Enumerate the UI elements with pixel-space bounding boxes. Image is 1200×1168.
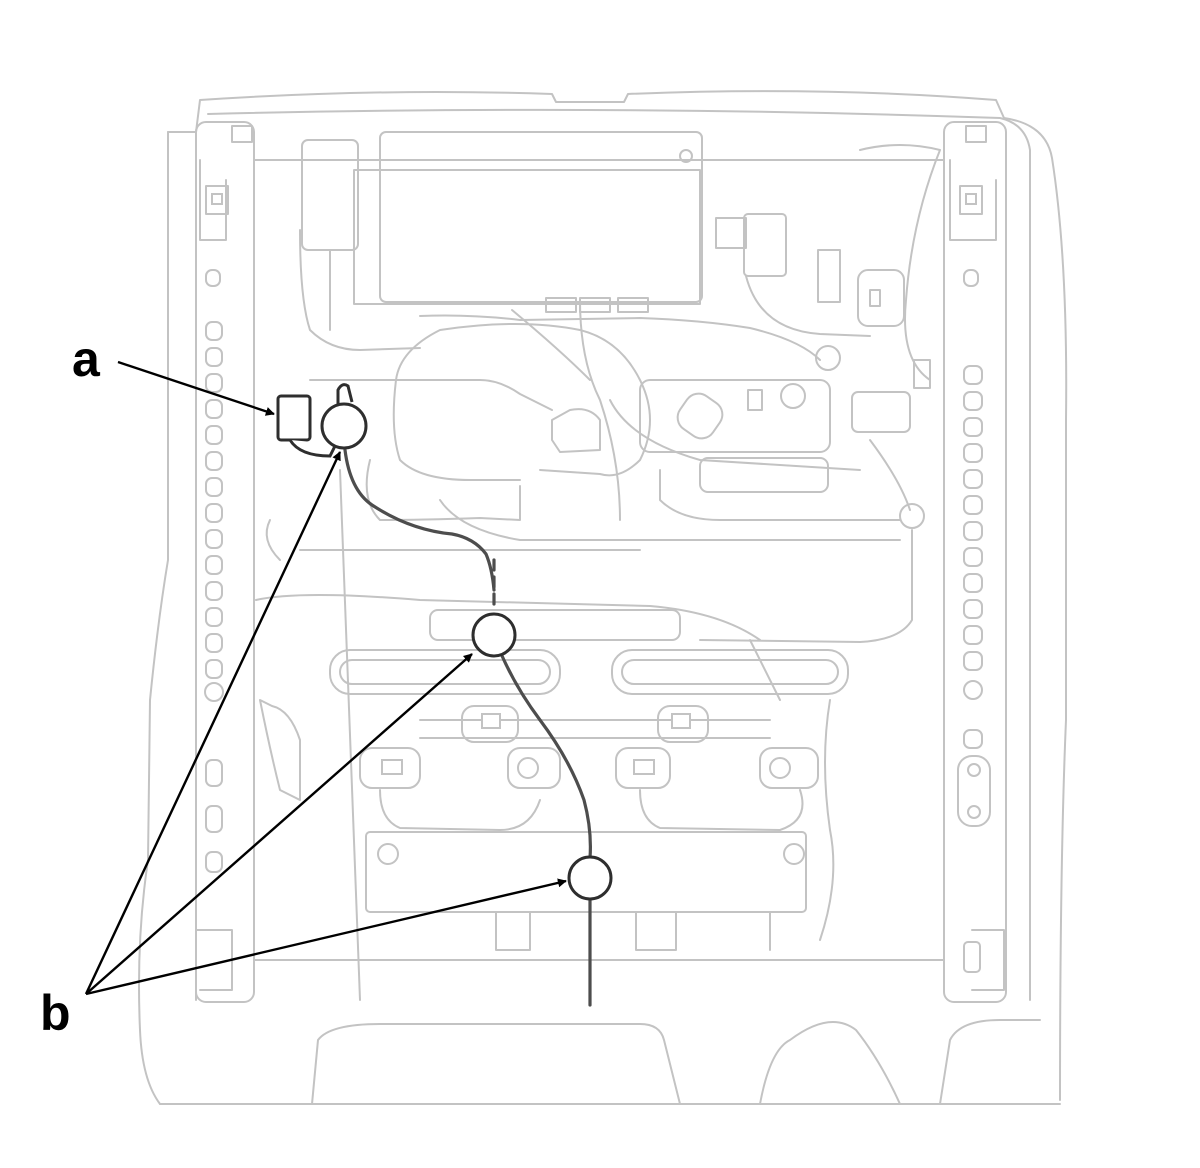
leader-arrow-b-3 — [85, 878, 567, 996]
leader-arrow-b-1 — [84, 451, 342, 995]
harness-clip-2 — [471, 612, 517, 658]
component-a-sensor — [276, 383, 354, 458]
side-rail-slots — [204, 269, 991, 973]
callout-label-a: a — [72, 331, 101, 387]
tubing-network — [255, 299, 925, 643]
harness-clip-1 — [320, 402, 368, 450]
harness-clip-3 — [567, 855, 613, 901]
harness-route — [343, 448, 592, 1007]
seat-frame-outline — [138, 90, 1068, 1105]
harness-clips-b — [320, 402, 613, 901]
lumbar-support-mat — [259, 469, 849, 1001]
control-module-area — [299, 131, 941, 433]
leader-lines — [84, 360, 567, 996]
callout-label-b: b — [40, 985, 71, 1041]
leader-arrow-a — [117, 360, 275, 416]
leader-arrow-b-2 — [85, 653, 473, 995]
